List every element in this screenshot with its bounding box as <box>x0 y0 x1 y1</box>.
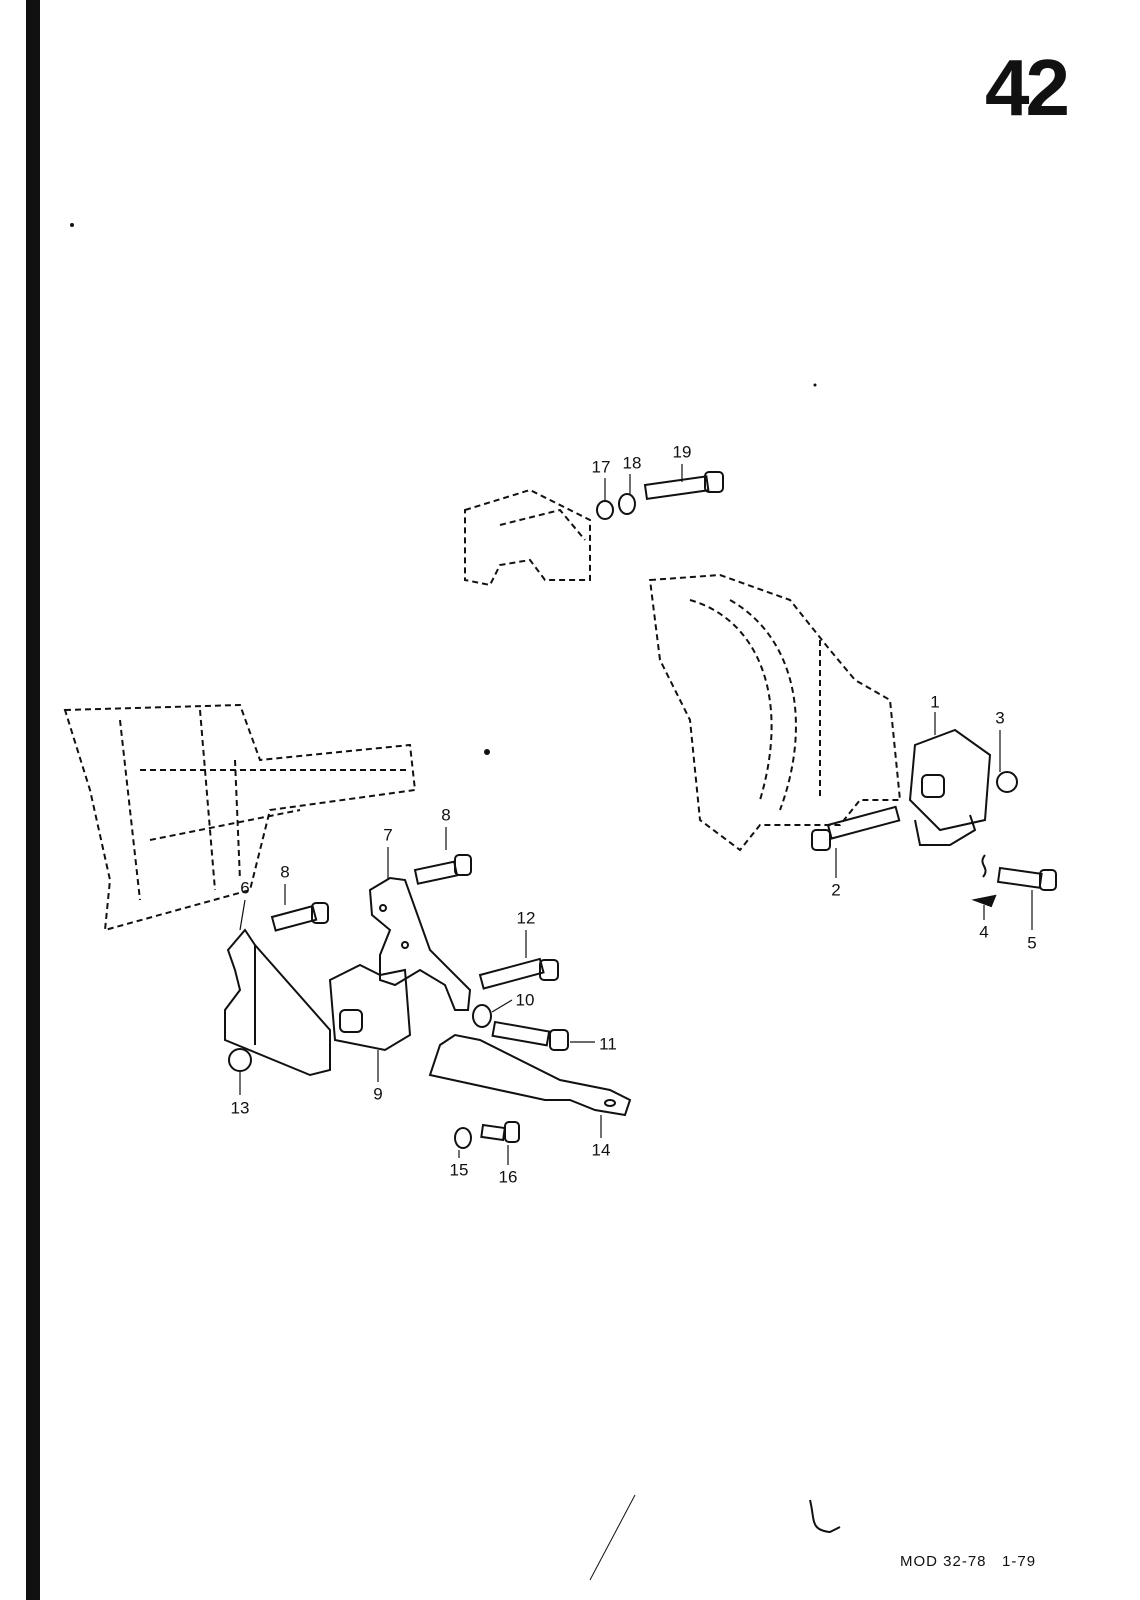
clip-4 <box>971 894 997 908</box>
bolt-5 <box>996 866 1057 891</box>
callout-12: 12 <box>516 908 536 928</box>
scan-mark <box>589 1494 636 1581</box>
clip-4a <box>981 854 987 878</box>
callout-16: 16 <box>498 1167 518 1187</box>
binding-edge-bar <box>26 0 40 1600</box>
scan-mark <box>809 1499 841 1534</box>
callout-19: 19 <box>672 442 692 462</box>
nut-13 <box>228 1048 252 1072</box>
callout-4: 4 <box>979 922 989 942</box>
bracket-6 <box>224 928 331 1077</box>
callout-15: 15 <box>449 1160 469 1180</box>
callout-18: 18 <box>622 453 642 473</box>
upper-mount-outline <box>464 488 591 587</box>
callout-8-lower: 8 <box>280 862 290 882</box>
washer-10 <box>472 1004 492 1028</box>
engine-outline <box>648 573 902 852</box>
callout-10: 10 <box>515 990 535 1010</box>
bolt-8-upper <box>413 854 472 885</box>
bolt-12 <box>478 957 559 990</box>
callout-8-upper: 8 <box>441 805 451 825</box>
bracket-14 <box>428 1033 632 1117</box>
callout-11: 11 <box>599 1034 617 1054</box>
callout-2: 2 <box>831 880 841 900</box>
callout-17: 17 <box>591 457 611 477</box>
leader-lines <box>239 464 1033 1165</box>
callout-1: 1 <box>930 692 940 712</box>
page-number: 42 <box>985 43 1070 132</box>
callout-13: 13 <box>230 1098 250 1118</box>
transmission-outline <box>63 703 417 932</box>
callout-14: 14 <box>591 1140 611 1160</box>
callout-7: 7 <box>383 825 393 845</box>
bolt-11 <box>491 1020 569 1051</box>
bolt-8-lower <box>270 902 329 932</box>
nut-3 <box>996 771 1018 793</box>
callout-6: 6 <box>240 878 250 898</box>
bracket-7 <box>368 876 472 1011</box>
callout-5: 5 <box>1027 933 1037 953</box>
callout-9: 9 <box>373 1084 383 1104</box>
footer-model-code: MOD 32-78 1-79 <box>900 1553 1037 1570</box>
scan-specks <box>70 223 817 755</box>
bolt-2 <box>811 805 901 851</box>
washer-15 <box>454 1127 472 1149</box>
callout-3: 3 <box>995 708 1005 728</box>
mount-9 <box>328 963 412 1052</box>
bolt-19 <box>643 471 724 500</box>
bolt-16 <box>480 1121 520 1143</box>
spring-washer-18 <box>618 493 636 515</box>
washer-17 <box>596 500 614 520</box>
engine-mount-1 <box>908 728 992 846</box>
